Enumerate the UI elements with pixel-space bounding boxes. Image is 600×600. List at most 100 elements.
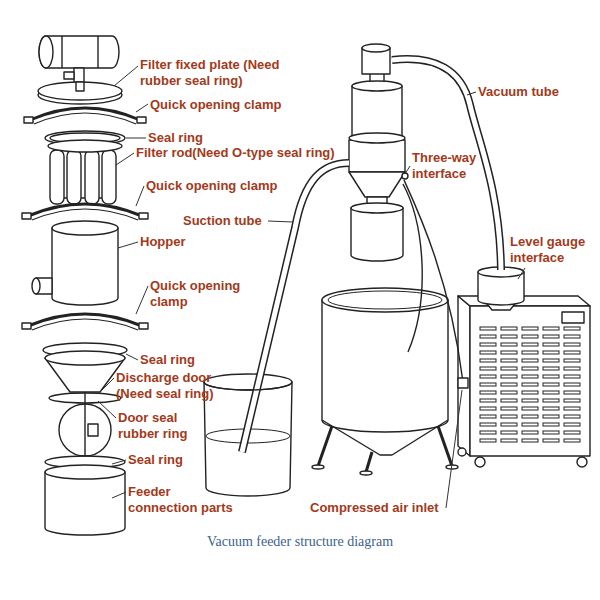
- filter-rod: [102, 150, 116, 204]
- unit-filter-top: [352, 81, 402, 91]
- hopper-body: [52, 228, 118, 305]
- nozzle-side: [64, 72, 74, 79]
- leader-line: [405, 166, 410, 174]
- leader-line: [126, 354, 138, 360]
- storage-tank: [322, 300, 448, 455]
- clamp: [28, 314, 142, 326]
- tank-rim: [328, 291, 442, 309]
- tank-band: [322, 420, 448, 432]
- bucket-rim: [204, 374, 292, 390]
- fan-housing-end: [39, 36, 53, 68]
- leader-line: [114, 66, 138, 86]
- unit-feeder-top: [351, 203, 403, 213]
- part-label: Level gauge interface: [510, 234, 600, 266]
- leader-line: [100, 378, 114, 392]
- clamp-lug: [139, 213, 148, 219]
- leader-line: [98, 401, 116, 418]
- tank-top: [322, 288, 448, 312]
- leader-line: [112, 460, 126, 464]
- air-line: [404, 180, 463, 382]
- part-label: Quick opening clamp: [150, 278, 255, 310]
- part-label: Discharge door (Need seal ring): [116, 370, 236, 402]
- box-side: [458, 296, 470, 456]
- filter-rod-plate: [48, 140, 122, 152]
- unit-feeder-connection: [351, 208, 403, 261]
- part-label: Quick opening clamp: [146, 178, 326, 194]
- leader-line: [446, 390, 462, 508]
- clamp: [28, 204, 142, 216]
- clamp-lug: [24, 117, 33, 123]
- door-shaft: [84, 404, 85, 456]
- filter-fixed-plate: [38, 82, 122, 100]
- clamp-lug: [22, 213, 31, 219]
- filter-rod: [85, 150, 99, 204]
- leader-line: [112, 492, 126, 498]
- unit-cone: [349, 172, 405, 197]
- leader-line: [136, 104, 148, 112]
- plate-fitting: [76, 82, 84, 91]
- filter-rod: [67, 150, 81, 204]
- caption: Vacuum feeder structure diagram: [0, 533, 600, 551]
- feeder-connection: [45, 472, 125, 535]
- leader-line: [268, 221, 293, 222]
- fan-housing: [39, 36, 119, 68]
- clamp: [30, 108, 140, 120]
- wheel: [458, 448, 466, 456]
- part-label: Three-way interface: [412, 150, 487, 182]
- leader-line: [126, 138, 146, 139]
- unit-clamp-band: [349, 133, 405, 143]
- part-label: Seal ring: [140, 352, 240, 368]
- housing-band: [97, 36, 98, 68]
- suction-tube-inner: [242, 163, 349, 452]
- discharge-door: [59, 404, 111, 456]
- tank-leg: [366, 452, 372, 472]
- suction-tube: [242, 163, 349, 452]
- leader-line: [136, 286, 148, 314]
- air-line: [403, 184, 422, 352]
- door-hinge: [88, 424, 98, 436]
- discharge-cone-top: [45, 351, 125, 365]
- unit-motor-top: [362, 44, 390, 52]
- part-label: Seal ring: [148, 130, 248, 146]
- clamp-lug: [137, 117, 146, 123]
- tank-foot: [360, 471, 372, 475]
- feeder-connection-top: [45, 465, 125, 479]
- hopper-top: [52, 221, 118, 235]
- leader-line: [518, 268, 525, 279]
- part-label: Filter fixed plate (Need rubber seal rin…: [140, 57, 290, 89]
- clamp-lug: [139, 323, 148, 329]
- part-label: Suction tube: [183, 213, 283, 229]
- part-label: Door seal rubber ring: [118, 410, 203, 442]
- leader-line: [136, 186, 144, 206]
- part-label: Filter rod(Need O-type seal ring): [136, 145, 346, 161]
- part-label: Seal ring: [128, 452, 228, 468]
- tank-leg: [318, 426, 332, 466]
- unit-hopper: [349, 140, 405, 172]
- part-label: Vacuum tube: [478, 84, 588, 100]
- air-inlet-fitting: [458, 378, 468, 388]
- part-label: Feeder connection parts: [128, 484, 238, 516]
- part-label: Hopper: [140, 234, 220, 250]
- filter-rod: [50, 150, 64, 204]
- leader-line: [116, 153, 134, 165]
- unit-filter-body: [352, 86, 402, 136]
- wheel: [475, 457, 485, 467]
- control-box: [470, 306, 590, 456]
- control-panel: [562, 312, 584, 323]
- housing-band: [61, 36, 62, 68]
- part-label: Quick opening clamp: [150, 97, 320, 113]
- leader-line: [467, 92, 476, 95]
- clamp-lug: [22, 323, 31, 329]
- bucket-front-rim: [204, 382, 292, 390]
- part-label: Compressed air inlet: [310, 500, 470, 516]
- clamp: [32, 319, 138, 330]
- tank-foot: [312, 465, 324, 469]
- clamp: [32, 209, 138, 220]
- hopper-inlet-end: [32, 278, 40, 294]
- leader-line: [118, 242, 138, 248]
- clamp: [34, 113, 136, 124]
- tank-leg: [438, 426, 452, 466]
- wheel: [577, 457, 587, 467]
